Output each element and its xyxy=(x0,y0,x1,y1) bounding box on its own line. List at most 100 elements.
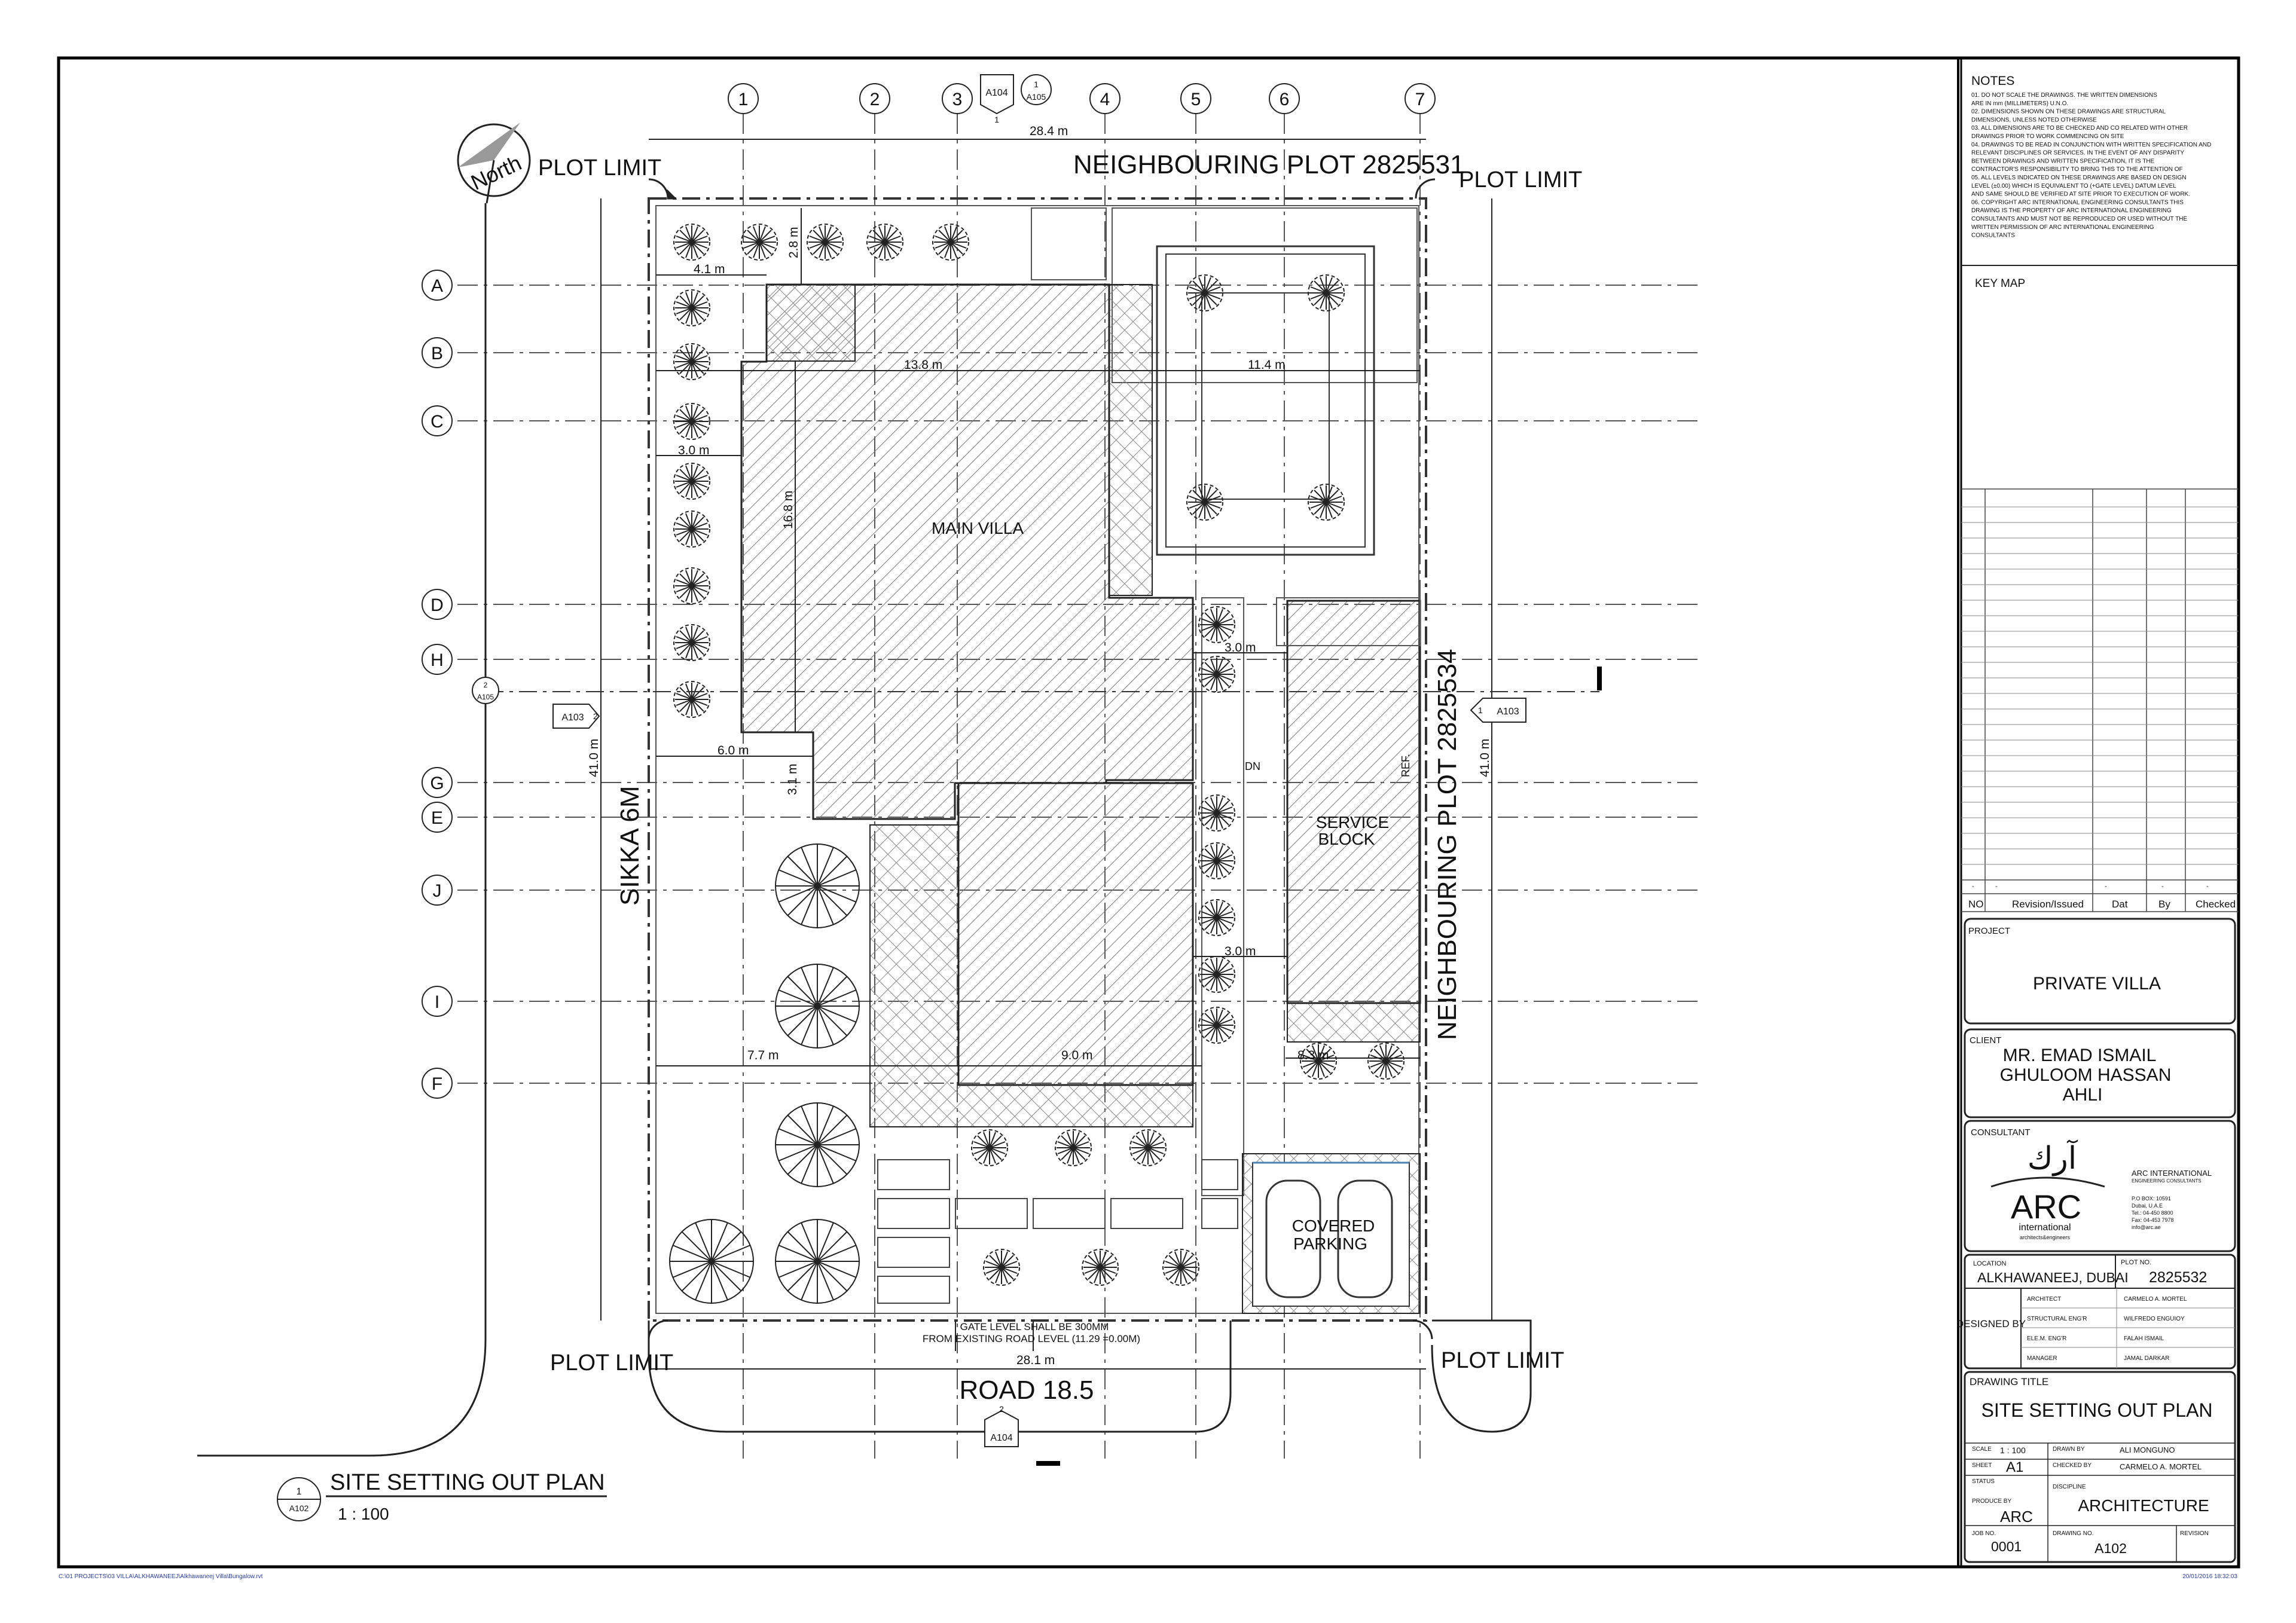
rev-header: Dat xyxy=(2112,898,2128,910)
team-name: JAMAL DARKAR xyxy=(2124,1355,2169,1362)
team-role: ARCHITECT xyxy=(2027,1296,2061,1303)
scale-value: 1 : 100 xyxy=(2000,1445,2026,1455)
discipline-value: ARCHITECTURE xyxy=(2078,1496,2209,1515)
grid-row-label: C xyxy=(430,412,444,432)
main-villa-label: MAIN VILLA xyxy=(932,519,1024,537)
plot-limit-label: PLOT LIMIT xyxy=(550,1350,673,1376)
drawing-title-label: DRAWING TITLE xyxy=(1970,1376,2048,1387)
dim-right-depth: 41.0 m xyxy=(1478,739,1492,777)
note-line: 02. DIMENSIONS SHOWN ON THESE DRAWINGS A… xyxy=(1971,109,2166,115)
plot-limit-label: PLOT LIMIT xyxy=(538,155,661,181)
client-name: AHLI xyxy=(2063,1085,2103,1105)
print-timestamp: 20/01/2016 18:32:03 xyxy=(2182,1573,2237,1580)
pool-enclosure-inner xyxy=(1165,253,1366,548)
note-line: DRAWINGS PRIOR TO WORK COMMENCING ON SIT… xyxy=(1971,133,2124,140)
grid-col-label: 6 xyxy=(1280,90,1290,109)
logo-text: ARC xyxy=(2011,1188,2081,1225)
plot-label: PLOT NO. xyxy=(2121,1259,2151,1266)
svg-text:1: 1 xyxy=(1478,705,1483,715)
logo-arabic: آرك xyxy=(2028,1139,2078,1176)
key-map-label: KEY MAP xyxy=(1975,277,2025,290)
client-box xyxy=(1964,1028,2236,1118)
rev-mark: - xyxy=(2206,883,2209,890)
svg-text:A105: A105 xyxy=(477,693,494,701)
grid-col-label: 2 xyxy=(870,90,880,109)
drawing-title: SITE SETTING OUT PLAN xyxy=(1981,1399,2212,1421)
service-label: BLOCK xyxy=(1318,830,1375,848)
dimension-lines xyxy=(600,139,1492,1370)
firm-address-line: info@arc.ae xyxy=(2132,1224,2161,1230)
logo-sub: international xyxy=(2019,1222,2071,1233)
note-line: ARE IN mm (MILLIMETERS) U.N.O. xyxy=(1971,100,2068,107)
sheet-value: A1 xyxy=(2006,1459,2023,1475)
svg-text:A103: A103 xyxy=(561,713,584,723)
location-value: ALKHAWANEEJ, DUBAI xyxy=(1977,1270,2129,1285)
grid-col-label: 5 xyxy=(1191,90,1201,109)
section-line-marks xyxy=(486,667,1602,1466)
main-villa-extension xyxy=(957,782,1194,1086)
service-yard xyxy=(1276,597,1421,646)
project-box xyxy=(1964,918,2236,1025)
sikka-label: SIKKA 6M xyxy=(615,785,645,906)
dim-top-width: 28.4 m xyxy=(1030,124,1068,138)
car-left xyxy=(1265,1179,1321,1298)
consultant-label: CONSULTANT xyxy=(1971,1127,2030,1138)
dim-6-0: 6.0 m xyxy=(718,744,749,757)
main-villa-footprint xyxy=(740,283,1194,820)
notes-list: 01. DO NOT SCALE THE DRAWINGS. THE WRITT… xyxy=(1971,92,2211,239)
plot-limit-label: PLOT LIMIT xyxy=(1459,167,1582,192)
parking-label: COVERED xyxy=(1292,1217,1375,1235)
section-tag-bottom: A104 2 xyxy=(984,1404,1019,1447)
dim-left-depth: 41.0 m xyxy=(587,739,601,777)
ref-label: REF. xyxy=(1400,754,1412,777)
plot-limit-label: PLOT LIMIT xyxy=(1441,1348,1564,1373)
firm-address-line: Tel.: 04-450 8800 xyxy=(2132,1210,2173,1216)
dim-4-1: 4.1 m xyxy=(694,262,725,276)
logo-tag: architects&engineers xyxy=(2020,1234,2071,1240)
pergola xyxy=(1201,292,1330,500)
view-scale: 1 : 100 xyxy=(338,1505,389,1523)
note-line: 04. DRAWINGS TO BE READ IN CONJUNCTION W… xyxy=(1971,142,2211,148)
checked-by-label: CHECKED BY xyxy=(2053,1462,2092,1469)
neighbour-plot-right: NEIGHBOURING PLOT 2825534 xyxy=(1433,649,1462,1040)
drawing-no-label: DRAWING NO. xyxy=(2053,1530,2094,1537)
parking-label: PARKING xyxy=(1293,1234,1367,1253)
svg-text:1: 1 xyxy=(994,115,999,124)
dim-13-8: 13.8 m xyxy=(904,358,942,372)
produce-value: ARC xyxy=(2000,1508,2033,1526)
note-line: CONSULTANTS AND MUST NOT BE REPRODUCED O… xyxy=(1971,216,2187,222)
revision-label: REVISION xyxy=(2180,1530,2209,1537)
grid-col-label: 1 xyxy=(738,90,749,109)
revision-table xyxy=(1961,488,2239,912)
note-line: 06. COPYRIGHT ARC INTERNATIONAL ENGINEER… xyxy=(1971,199,2184,206)
gate-note: FROM EXISTING ROAD LEVEL (11.29 =0.00M) xyxy=(923,1333,1140,1344)
grid-col-label: 3 xyxy=(952,90,963,109)
produce-label: PRODUCE BY xyxy=(1972,1498,2011,1505)
job-value: 0001 xyxy=(1991,1539,2022,1554)
team-name: WILFREDO ENGUIOY xyxy=(2124,1316,2185,1322)
dim-7-7: 7.7 m xyxy=(747,1049,779,1062)
rev-mark: - xyxy=(2105,883,2107,890)
view-title: 1 A102 SITE SETTING OUT PLAN 1 : 100 xyxy=(277,1470,607,1523)
parking-bay xyxy=(1252,1162,1410,1307)
plot-boundary xyxy=(648,197,1427,1322)
svg-text:A102: A102 xyxy=(289,1503,309,1513)
dim-3-0: 3.0 m xyxy=(1225,641,1256,655)
rev-mark: - xyxy=(1995,883,1998,890)
grid-col-label: 4 xyxy=(1100,90,1110,109)
note-line: WRITTEN PERMISSION OF ARC INTERNATIONAL … xyxy=(1971,224,2154,231)
rev-header: Checked xyxy=(2196,898,2236,910)
designed-by-label: DESIGNED BY xyxy=(1956,1318,2026,1329)
north-arrow: North xyxy=(457,123,531,204)
client-name: MR. EMAD ISMAIL xyxy=(2003,1046,2157,1065)
gate-note: GATE LEVEL SHALL BE 300MM xyxy=(960,1321,1109,1332)
svg-text:A104: A104 xyxy=(985,88,1007,98)
stair-hatch xyxy=(1109,284,1153,596)
note-line: 03. ALL DIMENSIONS ARE TO BE CHECKED AND… xyxy=(1971,125,2188,132)
rev-header: NO xyxy=(1968,898,1984,910)
section-tag-left: A103 2 2 A105 xyxy=(472,677,600,729)
file-path: C:\01 PROJECTS\03 VILLA\ALKHAWANEEJ\Alkh… xyxy=(59,1573,263,1580)
grid-column-bubbles xyxy=(728,83,1436,114)
rev-header: Revision/Issued xyxy=(2012,898,2084,910)
